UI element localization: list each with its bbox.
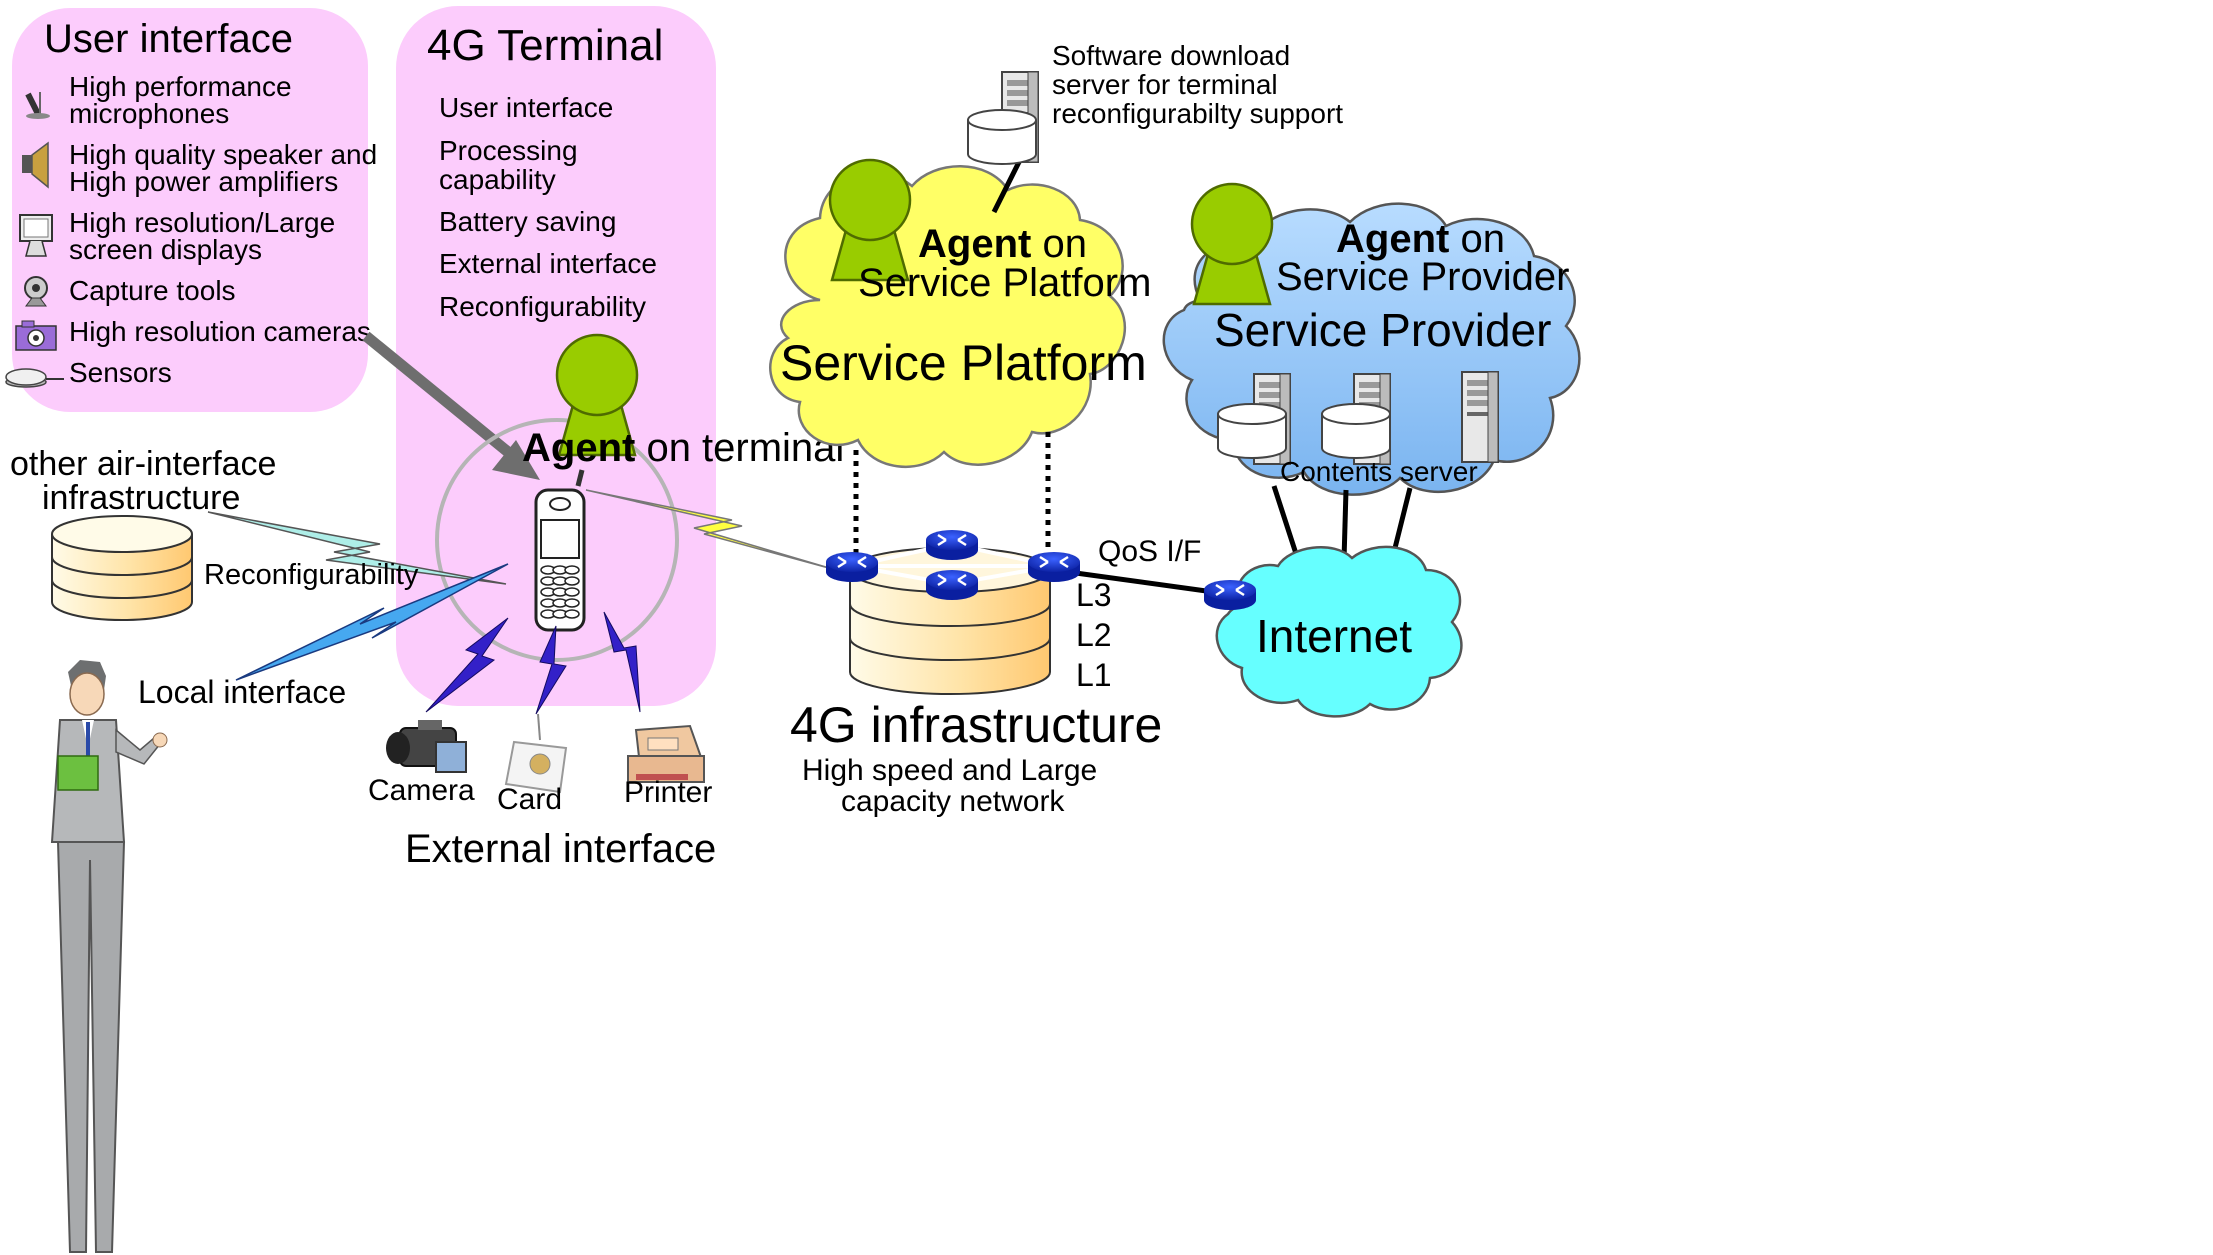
agent-provider-label-line2: Service Provider xyxy=(1276,255,1569,299)
video-camera-icon xyxy=(386,720,467,773)
webcam-icon xyxy=(24,276,48,307)
user-interface-title: User interface xyxy=(44,17,293,61)
monitor-icon xyxy=(19,214,53,257)
infrastructure-title: 4G infrastructure xyxy=(790,697,1162,753)
local-interface-label: Local interface xyxy=(138,674,346,710)
ui-item-line: High resolution/Large xyxy=(69,207,335,238)
user-interface-panel xyxy=(12,8,368,412)
speaker-icon xyxy=(22,141,49,189)
service-platform-cloud xyxy=(769,165,1127,468)
contents-server-label: Contents server xyxy=(1280,456,1478,487)
agent-terminal-label: Agent on terminal xyxy=(522,426,844,470)
terminal-item: capability xyxy=(439,164,556,195)
mobile-phone-icon xyxy=(534,469,586,632)
download-server-icon xyxy=(967,71,1039,165)
ui-item-line: High power amplifiers xyxy=(69,166,338,197)
service-provider-title: Service Provider xyxy=(1214,304,1551,356)
terminal-item: User interface xyxy=(439,92,613,123)
internet-title: Internet xyxy=(1256,610,1412,662)
camera-icon xyxy=(15,320,57,351)
download-server-label: reconfigurabilty support xyxy=(1052,98,1343,129)
external-device-label: Camera xyxy=(368,774,475,807)
terminal-title: 4G Terminal xyxy=(427,21,663,70)
terminal-item: Reconfigurability xyxy=(439,291,646,322)
terminal-item: Battery saving xyxy=(439,206,616,237)
wireless-link-printer xyxy=(603,611,641,713)
router-icon xyxy=(824,550,880,584)
download-server-label: server for terminal xyxy=(1052,69,1278,100)
ui-to-terminal-arrow xyxy=(362,331,540,480)
router-icon xyxy=(1202,578,1258,612)
ui-item-display: High resolution/Large screen displays xyxy=(19,207,335,265)
agent-platform-label: Agent on xyxy=(918,222,1087,266)
external-interface-label: External interface xyxy=(405,827,716,871)
wireless-link-local xyxy=(235,563,509,681)
router-icon xyxy=(924,568,980,602)
layer-label: L3 xyxy=(1076,577,1112,613)
card-icon xyxy=(504,713,568,794)
external-device-label: Card xyxy=(497,783,562,816)
reconfigurability-label: Reconfigurability xyxy=(204,559,419,591)
wireless-link-camera xyxy=(425,617,509,713)
ui-item-camera: High resolution cameras xyxy=(15,316,371,351)
sensor-icon xyxy=(5,368,64,388)
qos-label: QoS I/F xyxy=(1098,535,1201,568)
ui-item-line: Sensors xyxy=(69,357,172,388)
printer-icon xyxy=(627,724,705,783)
air-interface-cylinder xyxy=(51,515,193,621)
wireless-link-air-interface xyxy=(207,511,507,585)
router-icon xyxy=(924,528,980,562)
ui-item-line: High resolution cameras xyxy=(69,316,371,347)
download-server-label: Software download xyxy=(1052,40,1290,71)
terminal-panel xyxy=(396,6,716,706)
air-interface-label: other air-interface xyxy=(10,445,276,483)
infrastructure-subtitle: High speed and Large xyxy=(802,754,1097,787)
qos-link xyxy=(1053,567,1229,597)
internet-cloud xyxy=(1215,545,1463,718)
ui-item-line: High performance xyxy=(69,71,292,102)
ui-item-line: High quality speaker and xyxy=(69,139,377,170)
ui-item-line: microphones xyxy=(69,98,229,129)
microphone-icon xyxy=(25,92,50,119)
ui-item-line: Capture tools xyxy=(69,275,236,306)
agent-platform-label-line2: Service Platform xyxy=(858,261,1151,305)
service-platform-title: Service Platform xyxy=(780,335,1147,391)
layer-label: L2 xyxy=(1076,617,1112,653)
ui-item-microphone: High performance microphones xyxy=(25,71,292,129)
contents-server-icon xyxy=(1461,371,1499,463)
terminal-item: Processing xyxy=(439,135,578,166)
agent-provider-icon xyxy=(1190,182,1274,306)
infrastructure-subtitle: capacity network xyxy=(841,785,1065,818)
air-interface-label: infrastructure xyxy=(42,479,240,517)
router-icon xyxy=(1026,550,1082,584)
ui-item-sensor: Sensors xyxy=(5,357,172,388)
layer-label: L1 xyxy=(1076,657,1112,693)
ui-item-capture: Capture tools xyxy=(24,275,236,307)
agent-provider-label: Agent on xyxy=(1336,217,1505,261)
terminal-zone-circle xyxy=(435,418,679,662)
person-icon xyxy=(50,660,168,1253)
external-device-label: Printer xyxy=(624,776,712,809)
ui-item-line: screen displays xyxy=(69,234,262,265)
wireless-link-card xyxy=(535,625,567,715)
ui-item-speaker: High quality speaker and High power ampl… xyxy=(22,139,377,197)
terminal-item: External interface xyxy=(439,248,657,279)
